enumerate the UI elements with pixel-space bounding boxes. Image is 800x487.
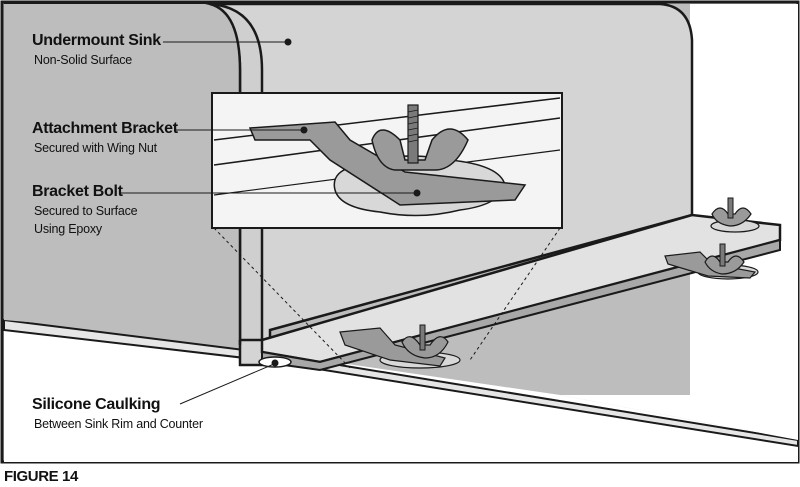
bolt-line2: Using Epoxy xyxy=(34,222,102,236)
rim-bracket-right-1 xyxy=(664,243,759,280)
bolt-line1: Secured to Surface xyxy=(34,204,138,218)
bracket-title: Attachment Bracket xyxy=(32,120,178,137)
bracket-subtitle: Secured with Wing Nut xyxy=(34,141,157,155)
left-background xyxy=(4,4,240,340)
zoom-line-right xyxy=(469,227,561,361)
wing-nut xyxy=(371,128,469,171)
rim-bracket-right-2 xyxy=(710,197,760,233)
bolt-title: Bracket Bolt xyxy=(32,183,123,200)
figure-caption: FIGURE 14 xyxy=(4,468,78,485)
counter-surface xyxy=(4,320,798,462)
detail-inset xyxy=(211,92,563,229)
caulk-subtitle: Between Sink Rim and Counter xyxy=(34,417,203,431)
caulk-leader xyxy=(179,363,275,405)
caulk-title: Silicone Caulking xyxy=(32,396,161,413)
illustration-frame xyxy=(0,0,800,464)
sink-title: Undermount Sink xyxy=(32,32,161,49)
rim-bracket-front xyxy=(339,324,461,369)
sink-subtitle: Non-Solid Surface xyxy=(34,53,133,67)
right-background xyxy=(560,4,798,440)
left-wall-outline xyxy=(209,2,242,345)
zoom-line-left xyxy=(213,227,351,369)
